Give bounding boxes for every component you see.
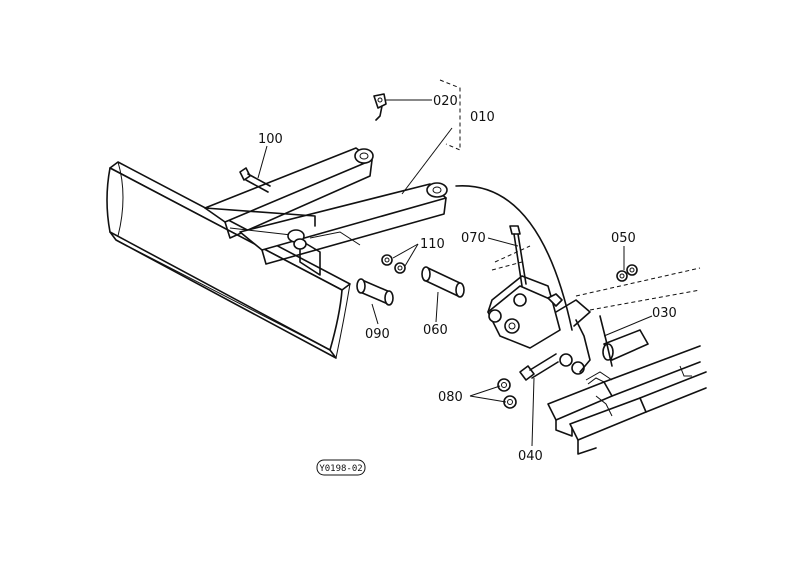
bolt-100 <box>239 167 271 193</box>
pin-060 <box>421 266 465 298</box>
label-010: 010 <box>470 110 495 125</box>
cross-brace <box>204 207 316 250</box>
swing-arc <box>455 185 573 331</box>
nuts-050 <box>616 264 638 282</box>
label-030: 030 <box>652 306 677 321</box>
label-080: 080 <box>438 390 463 405</box>
bolt-040 <box>519 353 559 381</box>
pivot-bracket <box>487 245 591 375</box>
clip-020 <box>373 93 387 121</box>
dozer-blade <box>106 161 351 359</box>
nuts-110 <box>381 254 406 274</box>
machine-frame <box>547 267 707 455</box>
label-060: 060 <box>423 323 448 338</box>
pin-090 <box>356 278 394 306</box>
drawing-code-badge: Y0198-02 <box>316 459 366 476</box>
label-020: 020 <box>433 94 458 109</box>
label-090: 090 <box>365 327 390 342</box>
label-100: 100 <box>258 132 283 147</box>
label-070: 070 <box>461 231 486 246</box>
drawing-code: Y0198-02 <box>319 464 362 474</box>
nuts-080 <box>497 378 517 409</box>
label-040: 040 <box>518 449 543 464</box>
bolt-070 <box>509 225 527 287</box>
blade-arm-left <box>204 147 374 239</box>
label-110: 110 <box>420 237 445 252</box>
leader-lines <box>257 99 653 447</box>
reference-outline <box>439 79 461 151</box>
label-050: 050 <box>611 231 636 246</box>
